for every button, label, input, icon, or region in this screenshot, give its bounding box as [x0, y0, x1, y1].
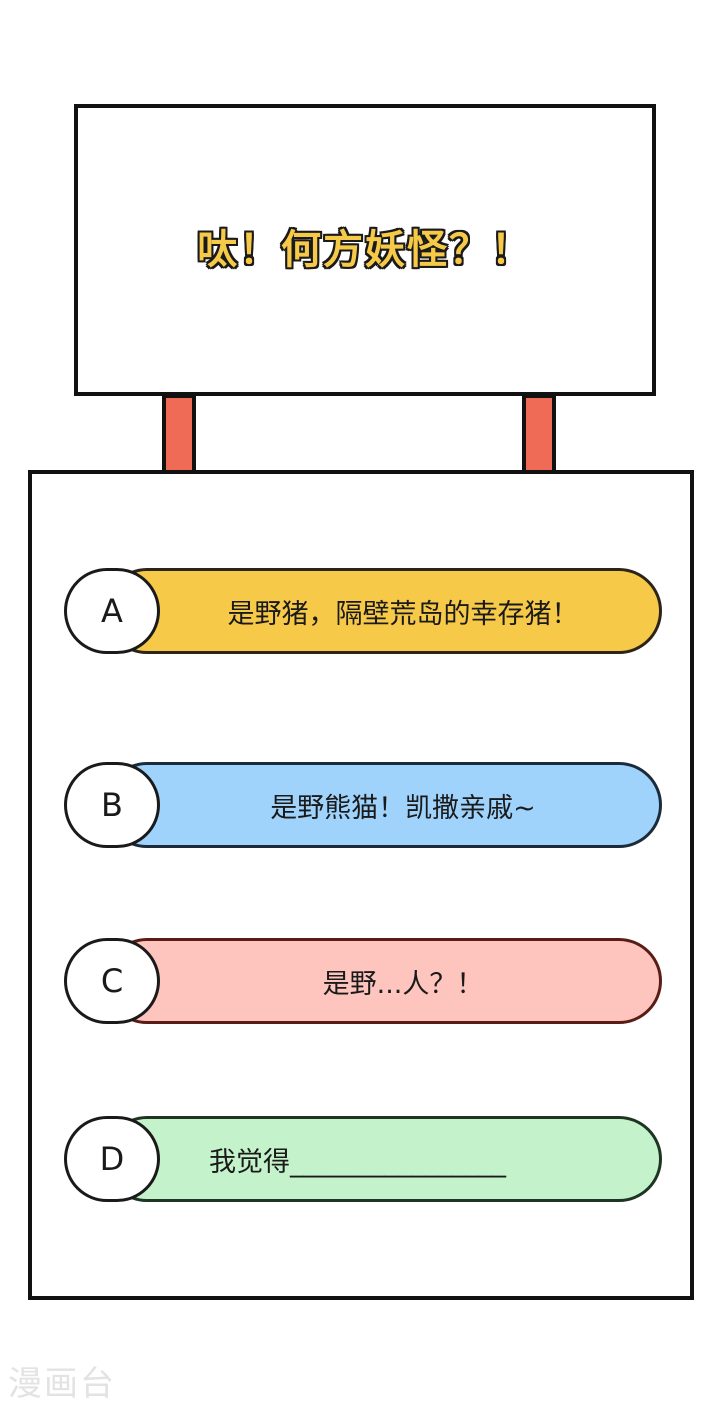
- option-c-pill[interactable]: 是野...人？！: [104, 938, 662, 1024]
- option-a-text: 是野猪，隔壁荒岛的幸存猪！: [227, 598, 579, 630]
- option-c[interactable]: 是野...人？！ C: [64, 938, 664, 1024]
- quiz-panel: 是野猪，隔壁荒岛的幸存猪！ A 是野熊猫！凯撒亲戚~ B 是野...人？！ C …: [28, 470, 694, 1300]
- option-a-letter-badge[interactable]: A: [64, 568, 160, 654]
- option-c-letter: C: [100, 962, 124, 1000]
- option-d-pill[interactable]: 我觉得________________: [104, 1116, 662, 1202]
- option-d[interactable]: 我觉得________________ D: [64, 1116, 664, 1202]
- sign-post-left: [162, 394, 196, 474]
- option-a-letter: A: [101, 592, 123, 630]
- sign-title: 呔！何方妖怪？！: [197, 227, 533, 273]
- option-c-letter-badge[interactable]: C: [64, 938, 160, 1024]
- option-b[interactable]: 是野熊猫！凯撒亲戚~ B: [64, 762, 664, 848]
- option-b-letter: B: [101, 786, 123, 824]
- option-b-text: 是野熊猫！凯撒亲戚~: [270, 792, 536, 824]
- option-d-text: 我觉得________________: [209, 1146, 506, 1178]
- watermark: 漫画台: [8, 1364, 116, 1404]
- option-b-letter-badge[interactable]: B: [64, 762, 160, 848]
- sign-board: 呔！何方妖怪？！: [74, 104, 656, 396]
- sign-post-right: [522, 394, 556, 474]
- option-a[interactable]: 是野猪，隔壁荒岛的幸存猪！ A: [64, 568, 664, 654]
- option-d-letter-badge[interactable]: D: [64, 1116, 160, 1202]
- option-a-pill[interactable]: 是野猪，隔壁荒岛的幸存猪！: [104, 568, 662, 654]
- option-b-pill[interactable]: 是野熊猫！凯撒亲戚~: [104, 762, 662, 848]
- option-c-text: 是野...人？！: [322, 968, 484, 1000]
- option-d-letter: D: [99, 1140, 125, 1178]
